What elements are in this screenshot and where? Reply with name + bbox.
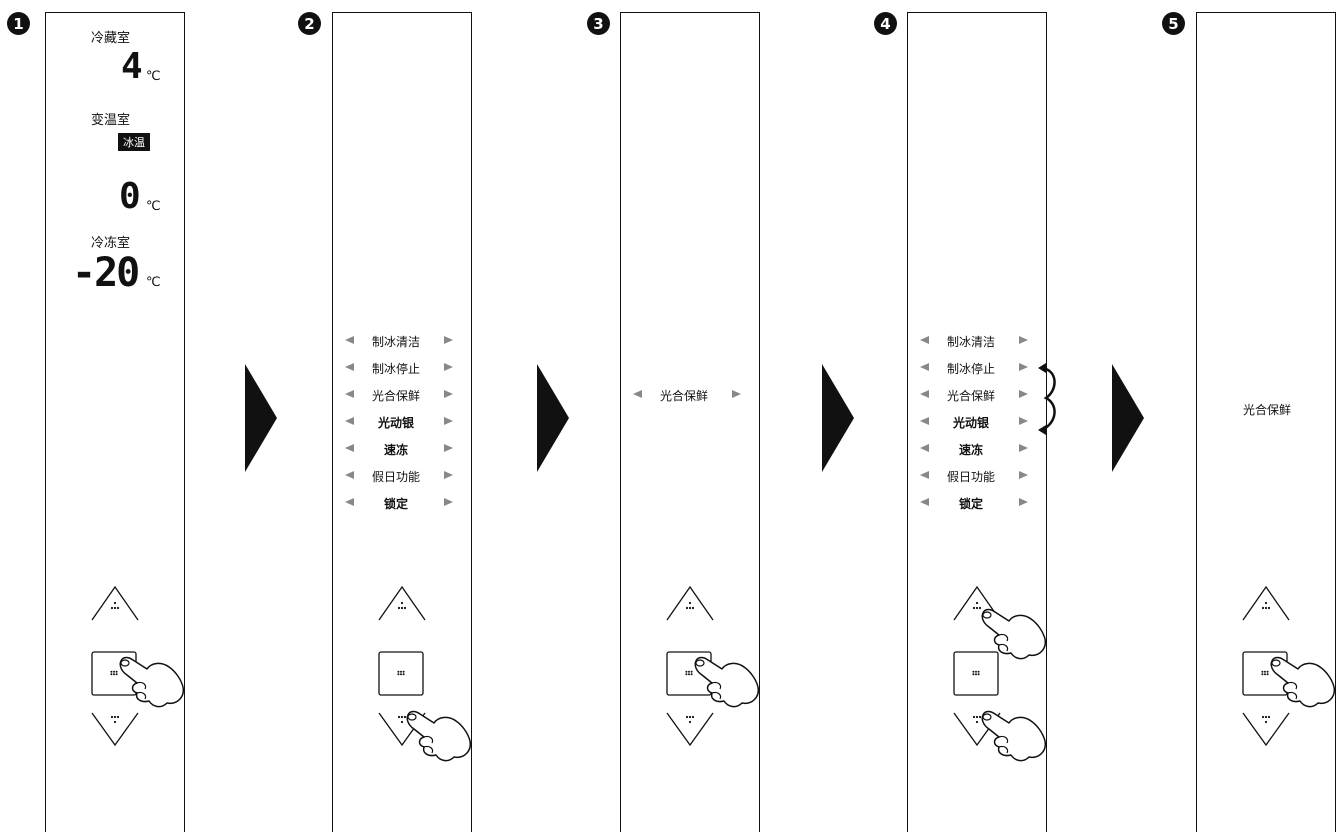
down-button[interactable] — [666, 712, 714, 747]
left-arrow-icon — [345, 336, 354, 344]
right-arrow-icon — [1019, 471, 1028, 479]
control-pad — [378, 585, 426, 747]
menu-item[interactable]: 光动银 — [333, 414, 473, 434]
up-button[interactable] — [666, 585, 714, 621]
left-arrow-icon — [920, 336, 929, 344]
menu-item[interactable]: 制冰停止 — [333, 360, 473, 380]
right-arrow-icon — [1019, 498, 1028, 506]
control-pad — [666, 585, 714, 747]
right-arrow-icon — [444, 444, 453, 452]
set-button[interactable] — [91, 651, 137, 696]
up-button[interactable] — [91, 585, 139, 621]
next-arrow-2 — [537, 364, 569, 472]
step-5-badge: 5 — [1162, 12, 1185, 35]
menu-item[interactable]: 假日功能 — [333, 468, 473, 488]
step-2-badge: 2 — [298, 12, 321, 35]
step-3-badge: 3 — [587, 12, 610, 35]
menu-item[interactable]: 速冻 — [333, 441, 473, 461]
step-4-badge: 4 — [874, 12, 897, 35]
menu-item[interactable]: 光合保鲜 — [333, 387, 473, 407]
left-arrow-icon — [345, 471, 354, 479]
down-button[interactable] — [91, 712, 139, 747]
confirmed-function: 光合保鲜 — [1242, 403, 1291, 417]
left-arrow-icon — [345, 498, 354, 506]
variable-temp: 0 — [119, 176, 141, 217]
fridge-unit: ℃ — [146, 69, 161, 84]
fridge-temp: 4 — [121, 46, 143, 87]
next-arrow-1 — [245, 364, 277, 472]
up-button[interactable] — [1242, 585, 1290, 621]
next-arrow-4 — [1112, 364, 1144, 472]
control-pad — [953, 585, 1001, 747]
control-pad — [1242, 585, 1290, 747]
variable-unit: ℃ — [146, 199, 161, 214]
right-arrow-icon — [444, 336, 453, 344]
right-arrow-icon — [1019, 363, 1028, 371]
freezer-label: 冷冻室 — [91, 236, 131, 251]
menu-item[interactable]: 制冰停止 — [908, 360, 1048, 380]
right-arrow-icon — [444, 390, 453, 398]
menu-item[interactable]: 光合保鲜 — [908, 387, 1048, 407]
left-arrow-icon — [345, 444, 354, 452]
menu-item[interactable]: 制冰清洁 — [333, 333, 473, 353]
up-button[interactable] — [953, 585, 1001, 621]
right-arrow-icon — [444, 363, 453, 371]
next-arrow-3 — [822, 364, 854, 472]
menu-item[interactable]: 锁定 — [333, 495, 473, 515]
variable-label: 变温室 — [91, 113, 131, 128]
menu-item[interactable]: 锁定 — [908, 495, 1048, 515]
menu-item[interactable]: 假日功能 — [908, 468, 1048, 488]
menu-item[interactable]: 制冰清洁 — [908, 333, 1048, 353]
left-arrow-icon — [920, 498, 929, 506]
menu-item[interactable]: 速冻 — [908, 441, 1048, 461]
left-arrow-icon — [345, 363, 354, 371]
right-arrow-icon — [1019, 417, 1028, 425]
left-arrow-icon — [920, 390, 929, 398]
cycle-arrows-icon — [1038, 363, 1056, 435]
right-arrow-icon — [1019, 444, 1028, 452]
menu-item[interactable]: 光动银 — [908, 414, 1048, 434]
set-button[interactable] — [378, 651, 424, 696]
right-arrow-icon — [444, 498, 453, 506]
left-arrow-icon — [920, 417, 929, 425]
set-button[interactable] — [1242, 651, 1288, 696]
set-button[interactable] — [953, 651, 999, 696]
selected-function[interactable]: 光合保鲜 — [621, 387, 761, 407]
fridge-label: 冷藏室 — [91, 31, 131, 46]
right-arrow-icon — [444, 417, 453, 425]
left-arrow-icon — [633, 390, 642, 398]
control-pad — [91, 585, 139, 747]
down-button[interactable] — [378, 712, 426, 747]
set-button[interactable] — [666, 651, 712, 696]
left-arrow-icon — [920, 471, 929, 479]
left-arrow-icon — [345, 390, 354, 398]
right-arrow-icon — [1019, 390, 1028, 398]
left-arrow-icon — [920, 444, 929, 452]
freezer-temp: -20 — [72, 250, 140, 296]
right-arrow-icon — [732, 390, 741, 398]
step-1-badge: 1 — [7, 12, 30, 35]
down-button[interactable] — [953, 712, 1001, 747]
right-arrow-icon — [444, 471, 453, 479]
right-arrow-icon — [1019, 336, 1028, 344]
down-button[interactable] — [1242, 712, 1290, 747]
left-arrow-icon — [920, 363, 929, 371]
up-button[interactable] — [378, 585, 426, 621]
freezer-unit: ℃ — [146, 275, 161, 290]
left-arrow-icon — [345, 417, 354, 425]
variable-mode-badge: 冰温 — [118, 133, 150, 151]
